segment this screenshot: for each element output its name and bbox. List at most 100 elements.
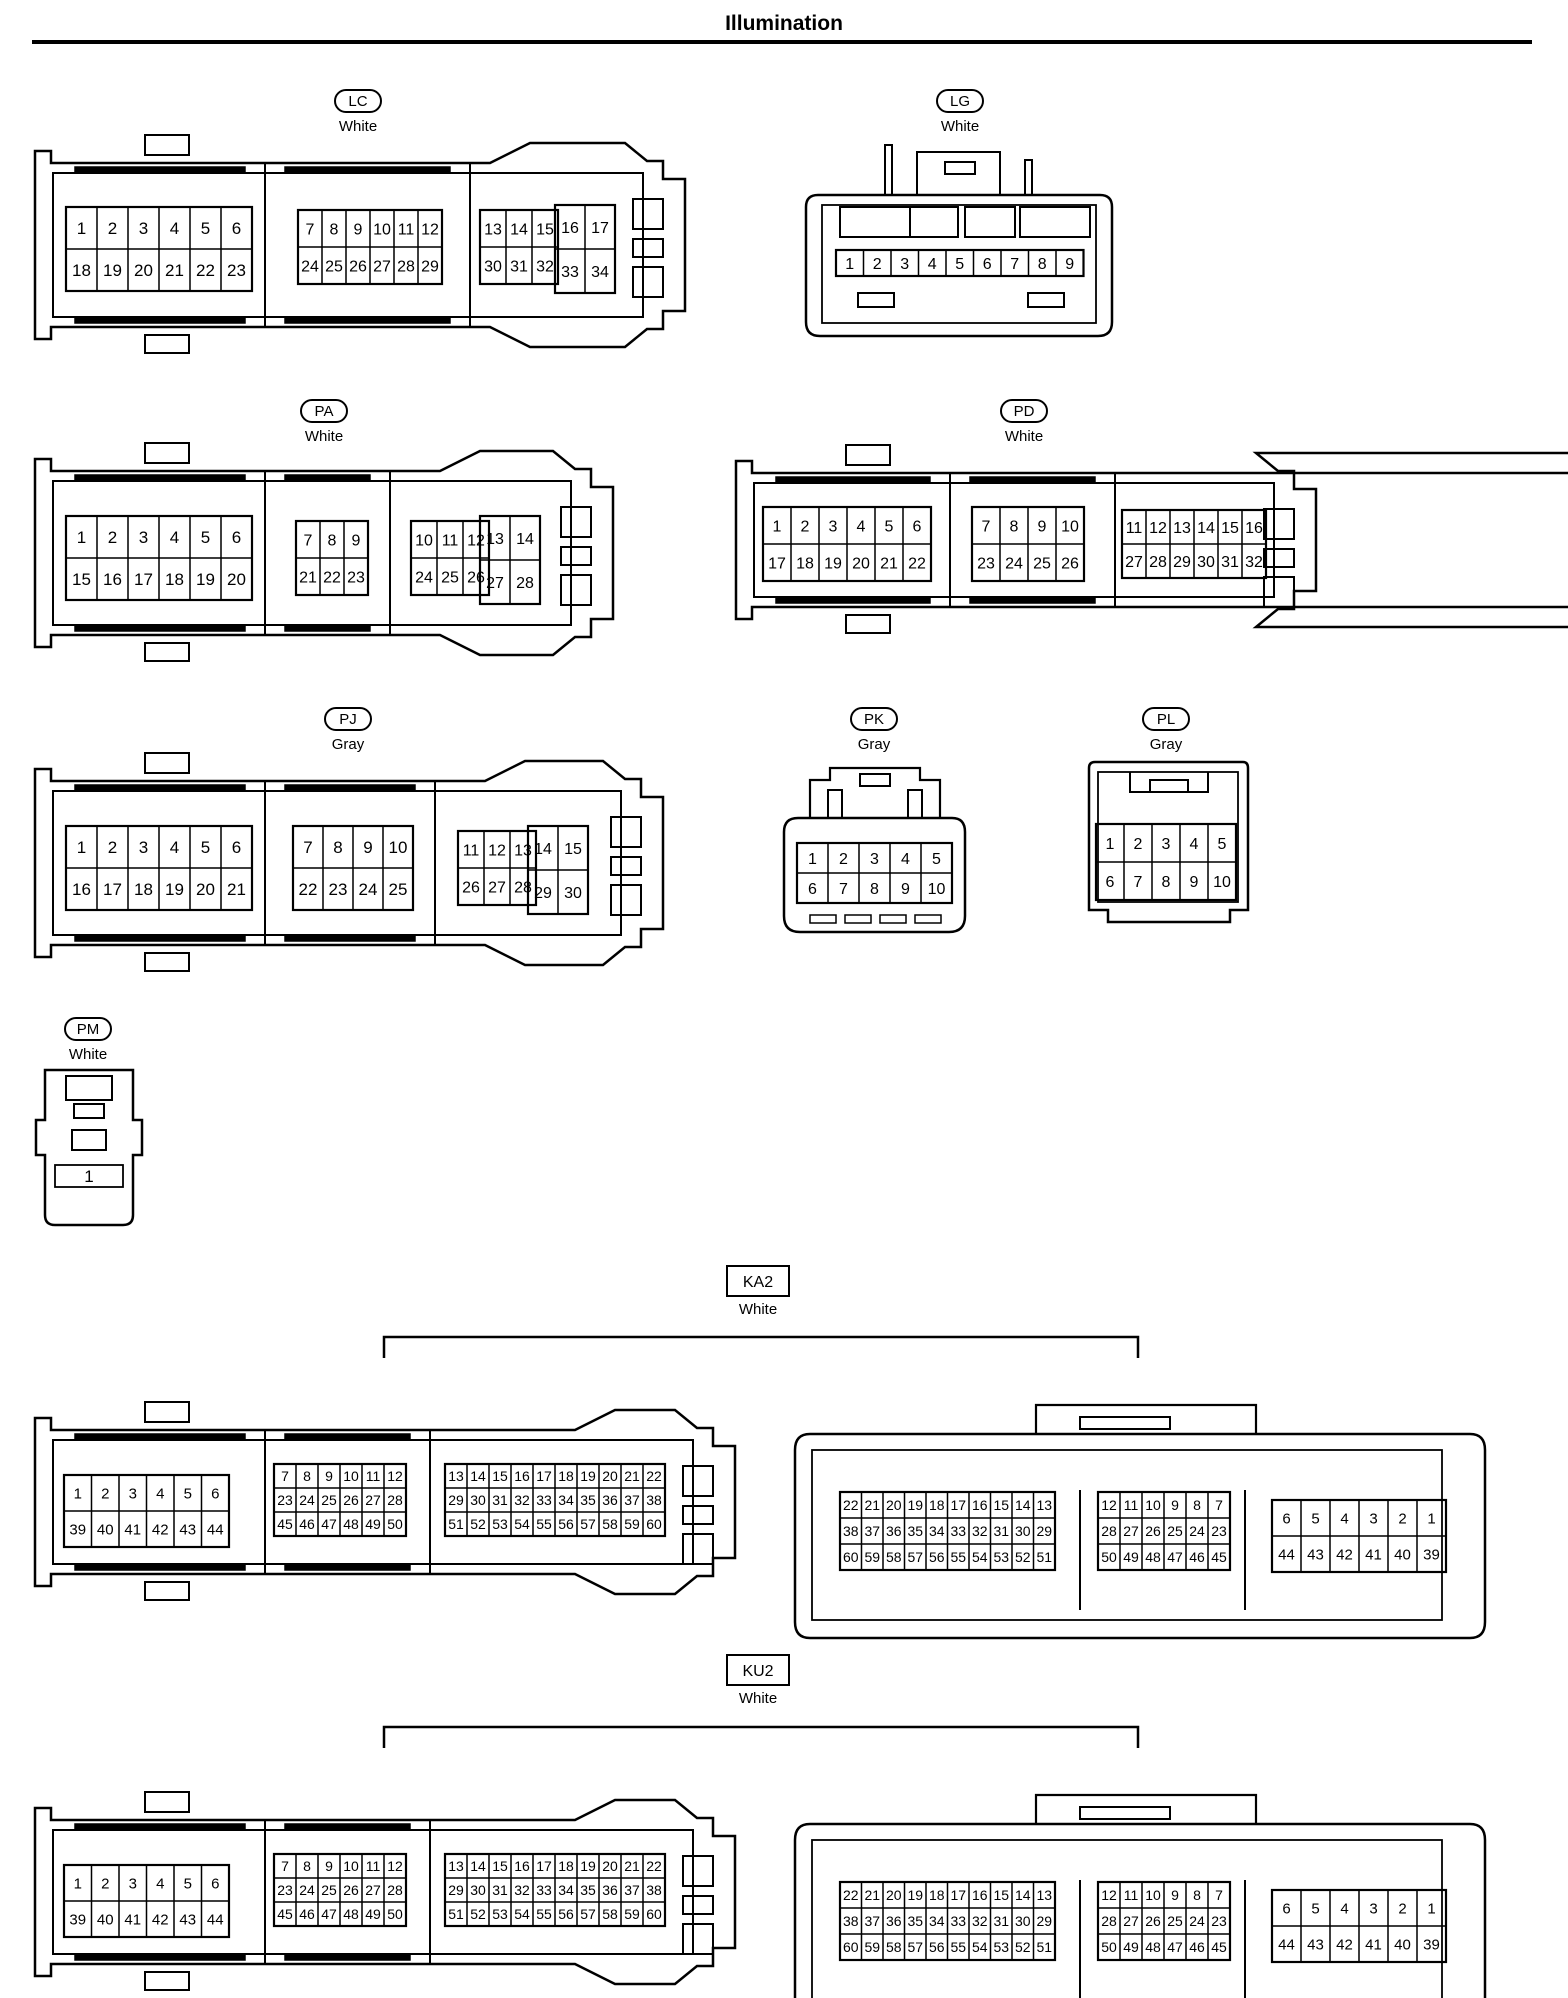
pin-number: 25 [441, 569, 459, 586]
pin-number: 20 [852, 555, 870, 572]
pin-number: 2 [839, 851, 848, 868]
pin-number: 59 [624, 1906, 640, 1922]
connector-tag-lg: LG White [936, 89, 984, 135]
pin-number: 45 [1211, 1939, 1227, 1955]
pin-number: 6 [232, 219, 241, 238]
pin-number: 14 [516, 531, 534, 548]
pin-number: 25 [1167, 1523, 1183, 1539]
pin-number: 56 [929, 1549, 945, 1565]
pin-number: 18 [165, 570, 184, 589]
housing-shape [845, 444, 891, 466]
pin-number: 21 [299, 569, 317, 586]
pin-number: 43 [1307, 1546, 1324, 1563]
pin-number: 31 [993, 1523, 1009, 1539]
housing-shape [144, 1401, 190, 1423]
pin-number: 17 [536, 1468, 552, 1484]
connector-id: LG [950, 93, 970, 110]
pin-number: 16 [972, 1497, 988, 1513]
pin-number: 34 [558, 1882, 574, 1898]
pin-number: 53 [993, 1549, 1009, 1565]
housing-shape [879, 914, 907, 924]
pin-number: 21 [624, 1858, 640, 1874]
housing-shape [33, 449, 615, 657]
pin-number: 28 [387, 1882, 403, 1898]
pin-number: 2 [1398, 1510, 1406, 1527]
pin-number: 14 [1015, 1887, 1031, 1903]
pin-number: 57 [580, 1516, 596, 1532]
pin-number: 8 [870, 881, 879, 898]
pin-number: 6 [1282, 1510, 1290, 1527]
pin-number: 6 [1282, 1900, 1290, 1917]
pin-number: 43 [179, 1521, 196, 1538]
pin-cell [1207, 861, 1237, 901]
housing-shape [144, 442, 190, 464]
pin-cell [1416, 1925, 1447, 1963]
housing-shape [610, 856, 642, 876]
pin-number: 13 [1036, 1887, 1052, 1903]
connector-id: LC [348, 93, 367, 110]
pin-number: 16 [514, 1858, 530, 1874]
pin-number: 44 [1278, 1546, 1295, 1563]
pin-number: 15 [492, 1858, 508, 1874]
pin-number: 18 [558, 1858, 574, 1874]
pin-number: 8 [1162, 874, 1171, 891]
pin-number: 4 [1340, 1900, 1348, 1917]
pin-number: 53 [492, 1906, 508, 1922]
housing-shape [74, 784, 246, 792]
pin-number: 28 [1149, 554, 1167, 571]
housing-shape [284, 1953, 411, 1961]
pin-number: 11 [1126, 520, 1143, 537]
pin-number: 32 [972, 1523, 988, 1539]
pin-number: 2 [801, 518, 810, 535]
housing-shape [1034, 1403, 1258, 1434]
pin-number: 15 [993, 1497, 1009, 1513]
pin-cell [1032, 1933, 1056, 1961]
pin-number: 26 [343, 1882, 359, 1898]
pin-number: 33 [561, 264, 579, 281]
pin-number: 15 [536, 221, 554, 238]
pin-number: 5 [932, 851, 941, 868]
pin-number: 41 [124, 1521, 141, 1538]
housing-shape [74, 1563, 246, 1571]
pin-number: 51 [1036, 1939, 1052, 1955]
pin-number: 52 [1015, 1939, 1031, 1955]
pin-number: 12 [488, 842, 506, 859]
pin-cell [902, 543, 932, 582]
pin-number: 58 [886, 1939, 902, 1955]
pin-number: 16 [1245, 520, 1263, 537]
pin-number: 1 [845, 256, 854, 273]
housing-shape [782, 816, 967, 934]
pin-number: 28 [516, 575, 534, 592]
pin-number: 6 [232, 528, 241, 547]
pin-number: 4 [156, 1485, 164, 1502]
pin-number: 50 [387, 1516, 403, 1532]
pin-number: 35 [907, 1913, 923, 1929]
pin-number: 22 [646, 1858, 662, 1874]
pin-number: 37 [624, 1882, 640, 1898]
pin-number: 6 [983, 256, 992, 273]
pin-number: 44 [207, 1521, 224, 1538]
pin-number: 23 [977, 555, 995, 572]
housing-shape [382, 1335, 1140, 1358]
pin-number: 3 [139, 219, 148, 238]
pin-number: 13 [484, 221, 502, 238]
pin-number: 19 [907, 1887, 923, 1903]
housing-shape [809, 914, 837, 924]
pin-number: 8 [1193, 1497, 1201, 1513]
pin-number: 34 [558, 1492, 574, 1508]
pin-number: 53 [492, 1516, 508, 1532]
pin-number: 36 [602, 1492, 618, 1508]
pin-number: 7 [1215, 1887, 1223, 1903]
pin-number: 59 [864, 1939, 880, 1955]
pin-number: 7 [839, 881, 848, 898]
pin-number: 15 [72, 570, 91, 589]
pin-number: 8 [333, 838, 342, 857]
housing-shape [71, 1129, 107, 1151]
pin-number: 24 [299, 1882, 315, 1898]
connector-color: White [941, 118, 979, 135]
pin-number: 27 [365, 1492, 381, 1508]
